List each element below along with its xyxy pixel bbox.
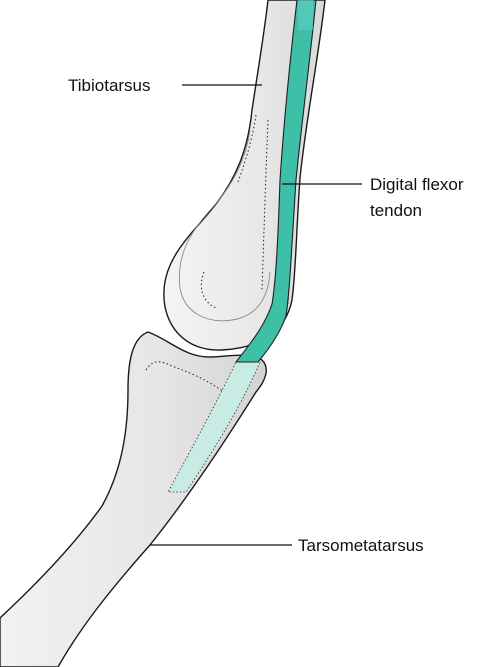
digital-flexor-label-line2: tendon [370, 201, 422, 220]
tarsometatarsus-label: Tarsometatarsus [298, 536, 424, 555]
tendon-highlight [298, 0, 313, 30]
digital-flexor-label-line1: Digital flexor [370, 175, 464, 194]
tibiotarsus-label: Tibiotarsus [68, 76, 151, 95]
